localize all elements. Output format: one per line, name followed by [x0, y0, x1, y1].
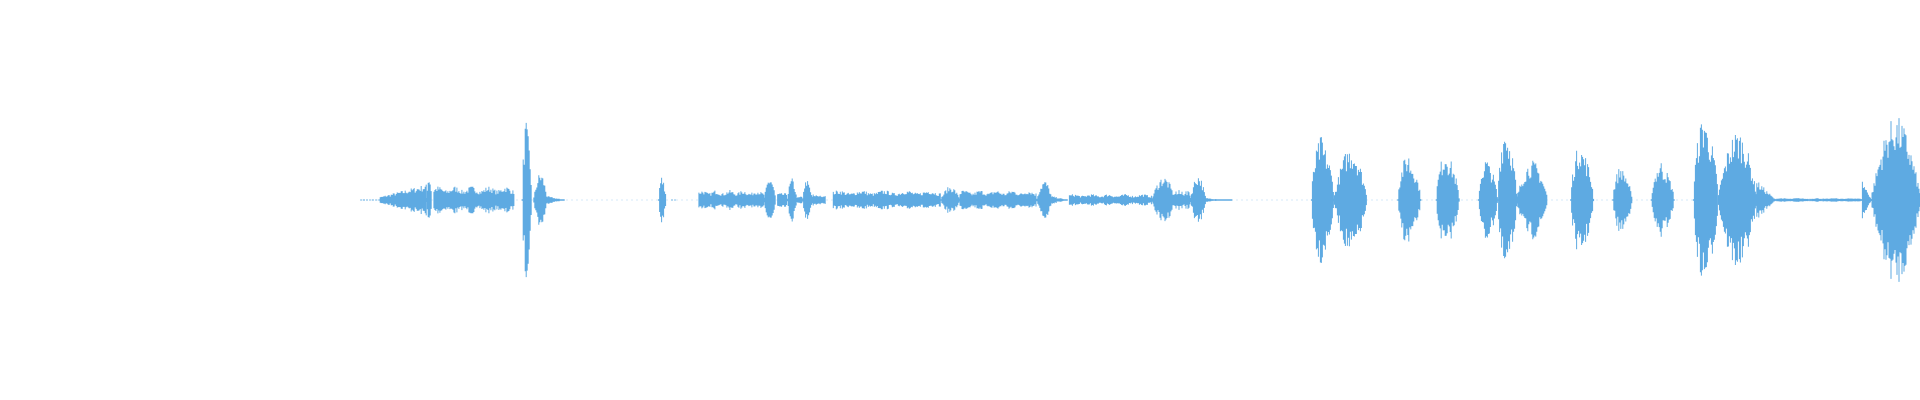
waveform-segment [658, 177, 667, 223]
waveform-segment [1397, 158, 1422, 242]
waveform-bar-group [1871, 118, 1920, 282]
waveform-bar-group [1051, 196, 1068, 204]
waveform-bar-group [360, 199, 380, 201]
waveform-bar-group [1477, 162, 1498, 238]
waveform-segment [1717, 135, 1757, 265]
waveform-bar-group [811, 194, 826, 206]
waveform-bar-group [1174, 190, 1191, 210]
waveform-bar-group [533, 175, 548, 225]
waveform-segment [1692, 124, 1718, 276]
waveform-bars [360, 118, 1920, 282]
waveform-segment [763, 182, 776, 218]
waveform-segment [796, 196, 803, 204]
waveform-bar-group [959, 190, 1037, 210]
waveform-bar-group [379, 184, 427, 216]
waveform-segment [1497, 141, 1518, 259]
waveform-bar-group [1310, 137, 1335, 263]
waveform-bar-group [1036, 182, 1053, 218]
waveform-bar-group [763, 182, 776, 218]
waveform-segment [1650, 163, 1675, 237]
waveform-segment [1036, 182, 1053, 218]
waveform-bar-group [940, 187, 961, 213]
waveform-segment [533, 175, 548, 225]
waveform-segment [832, 190, 941, 210]
waveform-bar-group [1570, 150, 1595, 250]
waveform-segment [802, 181, 813, 219]
waveform-bar-group [1516, 160, 1548, 240]
waveform-bar-group [1397, 158, 1422, 242]
waveform-segment [1051, 196, 1068, 204]
waveform-bar-group [1650, 163, 1675, 237]
waveform-segment [671, 199, 676, 201]
waveform-bar-group [777, 193, 788, 207]
waveform-segment [1174, 190, 1191, 210]
waveform-segment [1756, 182, 1777, 218]
waveform-segment [698, 190, 765, 210]
waveform-segment [546, 196, 565, 204]
waveform-segment [940, 187, 961, 213]
waveform-bar-group [1692, 124, 1718, 276]
waveform-bar-group [1151, 178, 1176, 222]
waveform-bar-group [698, 190, 765, 210]
waveform-segment [811, 194, 826, 206]
waveform-segment [1477, 162, 1498, 238]
waveform-segment [360, 199, 380, 201]
waveform-segment [1151, 178, 1176, 222]
waveform-segment [959, 190, 1037, 210]
waveform-segment [521, 122, 532, 278]
waveform-segment [1435, 161, 1460, 239]
waveform-bar-group [433, 186, 515, 214]
waveform-bar-group [658, 177, 667, 223]
waveform-segment [425, 182, 432, 218]
waveform-segment [1068, 194, 1152, 206]
waveform-segment [1310, 137, 1335, 263]
waveform-bar-group [802, 181, 813, 219]
waveform-segment [1775, 198, 1863, 202]
waveform-bar-group [1189, 178, 1206, 222]
waveform-segment [433, 186, 515, 214]
waveform-segment [1871, 118, 1920, 282]
waveform-segment [1189, 178, 1206, 222]
waveform-bar-group [1333, 153, 1367, 247]
waveform-segment [1205, 198, 1233, 202]
waveform-bar-group [832, 190, 941, 210]
waveform-bar-group [1068, 194, 1152, 206]
waveform-bar-group [1775, 198, 1863, 202]
waveform-bar-group [796, 196, 803, 204]
waveform-segment [1861, 181, 1872, 219]
waveform-bar-group [1612, 169, 1633, 231]
waveform-segment [1333, 153, 1367, 247]
waveform-bar-group [1717, 135, 1757, 265]
waveform-bar-group [1861, 181, 1872, 219]
waveform-bar-group [1756, 182, 1777, 218]
waveform-bar-group [786, 178, 797, 222]
waveform-bar-group [671, 199, 676, 201]
waveform-bar-group [1205, 198, 1233, 202]
waveform-segment [1516, 160, 1548, 240]
waveform-segment [786, 178, 797, 222]
waveform-bar-group [1497, 141, 1518, 259]
waveform-bar-group [425, 182, 432, 218]
waveform-segment [379, 184, 427, 216]
waveform-bar-group [546, 196, 565, 204]
waveform-segment [777, 193, 788, 207]
waveform-segment [1570, 150, 1595, 250]
waveform-segment [1612, 169, 1633, 231]
waveform-bar-group [521, 122, 532, 278]
waveform-bar-group [1435, 161, 1460, 239]
